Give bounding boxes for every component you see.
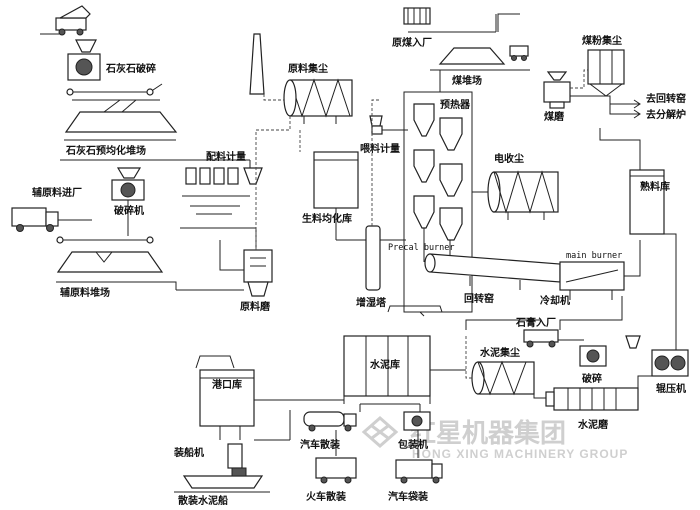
label-truck-bulk: 汽车散装 [300,438,340,451]
truck-icon [11,207,59,232]
roller-press-icon [651,349,689,377]
bag-truck [395,459,443,484]
cement-silo-section: 水泥库 [343,305,443,405]
label-cement-silo: 水泥库 [369,358,400,371]
rotary-kiln [424,253,561,290]
coal-stacker [403,7,431,25]
train-wagon [315,457,357,484]
label-limestone-prehomo: 石灰石预均化堆场 [65,144,146,157]
raw-dust-section: 原料集尘 [249,33,353,250]
cyclone-stages [413,103,463,241]
label-bulk-ship: 散装水泥船 [178,494,228,507]
label-rotary-kiln: 回转窑 [464,292,494,305]
label-ship-loader: 装船机 [173,446,204,459]
label-preheater: 预热器 [440,98,471,111]
clinker-cooler [559,261,625,300]
flow-lines [249,13,641,399]
humidifier-section: 增湿塔 [356,99,406,309]
label-packing: 包装机 [398,438,428,451]
label-coal-dust: 煤粉集尘 [582,34,622,47]
label-coal-mill: 煤磨 [544,110,565,123]
dispatch-section: 汽车散装 包装机 火车散装 汽车袋装 [300,404,443,503]
label-feed-meter: 喂料计量 [360,142,400,155]
raw-mill-section: 配料计量 原料磨 [176,150,273,313]
label-gypsum-in: 石膏入厂 [515,316,556,329]
clinker-silo-section: 熟料库 [629,169,677,352]
label-raw-mill: 原料磨 [240,300,271,313]
coal-pile [438,47,506,65]
label-crusher: 破碎机 [114,204,144,217]
crusher-icon [67,53,101,81]
label-truck-bag: 汽车袋装 [388,490,428,503]
label-gypsum-crush: 破碎 [582,372,602,385]
watermark-en: HONG XING MACHINERY GROUP [412,447,628,461]
batching-bins [185,167,239,185]
label-coal-yard: 煤堆场 [452,74,482,87]
label-port-silo: 港口库 [212,378,242,391]
coal-dust-collector [587,49,625,97]
label-train-bulk: 火车散装 [306,490,346,503]
raw-dust-collector [283,78,353,124]
raw-homo-section: 生料均化库 喂料计量 [302,115,408,241]
port-silo [199,369,255,427]
es-dust-section: 电收尘 [472,152,559,220]
hopper-icon [75,39,97,53]
label-cooler: 冷却机 [540,294,570,307]
packing-machine [403,411,431,431]
label-aux-in: 辅原料进厂 [32,186,82,199]
label-to-calciner: 去分解炉 [646,108,686,121]
ship-loader-icon [227,443,243,469]
gypsum-crusher [579,345,607,367]
aux-crusher-icon [111,179,145,201]
kiln-section: 回转窑 main burner 冷却机 [424,240,641,307]
preheater-section: 预热器 Precal burner [388,91,473,313]
watermark-cn: 红星机器集团 [410,418,566,449]
bulk-truck [303,411,357,432]
limestone-section: 石灰石破碎 石灰石预均化堆场 [40,5,250,161]
label-limestone-crushing: 石灰石破碎 [105,62,156,75]
port-section: 港口库 装船机 散装水泥船 [173,355,344,507]
limestone-pile [64,111,178,133]
label-to-kiln: 去回转窑 [646,92,686,105]
label-clinker-silo: 熟料库 [640,180,670,193]
label-humidifier: 增湿塔 [356,296,387,309]
raw-homo-silo [313,151,359,209]
cement-ship [182,467,264,489]
coal-section: 原煤入厂 煤堆场 煤粉集尘 煤磨 去回转窑 去分解炉 [392,7,686,123]
coal-mill-icon [543,71,571,109]
label-main-burner: main burner [566,251,622,261]
label-precal-burner: Precal burner [388,243,455,253]
humidifier-tower [365,225,381,291]
label-cement-dust: 水泥集尘 [479,346,520,359]
aux-pile [56,251,164,273]
clinker-silo [629,169,665,235]
es-precipitator [487,170,559,220]
dump-truck-icon [55,5,91,36]
chimney [249,33,265,95]
cement-silos [343,335,431,397]
label-raw-homo: 生料均化库 [302,212,352,225]
watermark: 红星机器集团 HONG XING MACHINERY GROUP [361,416,628,461]
gypsum-truck [523,329,559,348]
raw-mill-icon [243,249,273,297]
label-cement-mill: 水泥磨 [577,418,609,431]
loader-icon [509,45,529,61]
cement-mill-icon [545,387,639,411]
cement-grinding-section: 石膏入厂 破碎 辊压机 水泥集尘 水泥磨 [465,316,689,431]
label-roller-press: 辊压机 [656,382,686,395]
label-es-dust: 电收尘 [494,152,524,165]
aux-section: 辅原料进厂 破碎机 辅原料堆场 [11,167,177,299]
label-coal-in: 原煤入厂 [392,36,432,49]
label-batching: 配料计量 [206,150,246,163]
cement-dust-collector [471,360,535,396]
label-aux-yard: 辅原料堆场 [60,286,110,299]
label-raw-dust: 原料集尘 [288,62,328,75]
watermark-logo [361,416,399,448]
